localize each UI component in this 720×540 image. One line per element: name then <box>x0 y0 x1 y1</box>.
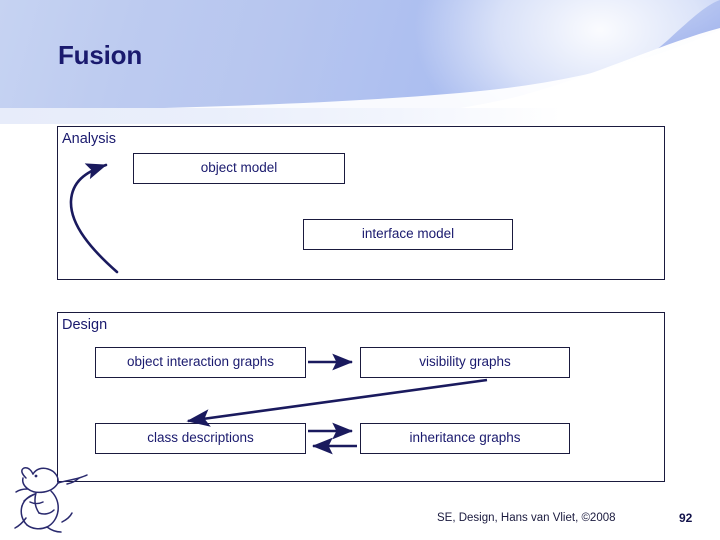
griffin-logo <box>14 467 88 533</box>
design-section-label: Design <box>62 317 108 333</box>
box-inheritance-graphs[interactable]: inheritance graphs <box>360 423 570 454</box>
box-object-model-label: object model <box>200 160 278 176</box>
box-object-interaction-graphs-label: object interaction graphs <box>126 354 275 370</box>
page-number: 92 <box>679 511 693 525</box>
box-interface-model-label: interface model <box>361 226 455 242</box>
box-visibility-graphs[interactable]: visibility graphs <box>360 347 570 378</box>
analysis-section-frame <box>57 126 665 280</box>
box-class-descriptions[interactable]: class descriptions <box>95 423 306 454</box>
header-base-strip <box>0 108 720 124</box>
design-section-frame <box>57 312 665 482</box>
header-swoosh-graphic <box>0 0 720 124</box>
footer-credit: SE, Design, Hans van Vliet, ©2008 <box>437 512 616 524</box>
box-interface-model[interactable]: interface model <box>303 219 513 250</box>
analysis-section-label: Analysis <box>62 131 116 147</box>
slide-header-band <box>0 0 720 124</box>
box-object-interaction-graphs[interactable]: object interaction graphs <box>95 347 306 378</box>
box-visibility-graphs-label: visibility graphs <box>419 354 511 370</box>
box-inheritance-graphs-label: inheritance graphs <box>409 430 521 446</box>
box-object-model[interactable]: object model <box>133 153 345 184</box>
page-title: Fusion <box>58 40 143 70</box>
box-class-descriptions-label: class descriptions <box>147 430 254 446</box>
